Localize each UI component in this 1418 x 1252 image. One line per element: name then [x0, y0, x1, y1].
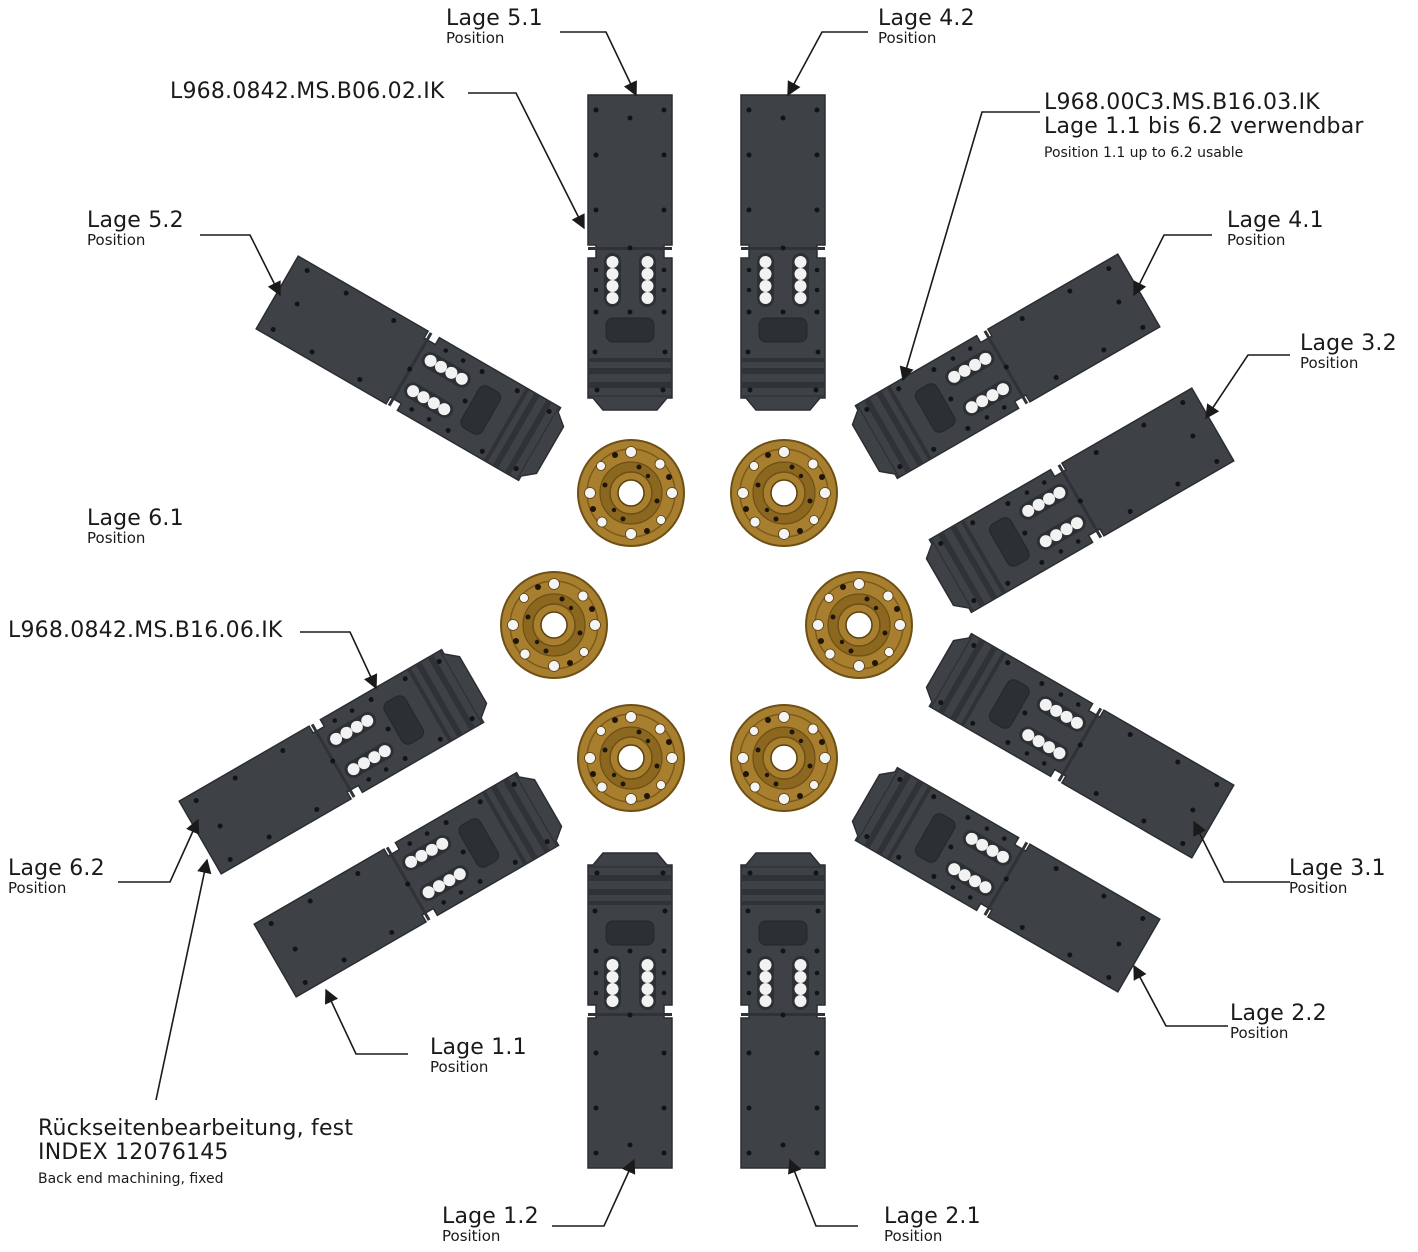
label-lage-1-1: Lage 1.1 Position [430, 1037, 527, 1075]
label-lage-4-2-main: Lage 4.2 [878, 6, 975, 31]
note-universal-code: L968.00C3.MS.B16.03.IK [1044, 90, 1320, 115]
leader-lage-5-1 [560, 31, 637, 97]
label-lage-3-2: Lage 3.2 Position [1300, 333, 1397, 371]
leader-lage-6-2 [118, 818, 200, 883]
leader-lage-2-2 [1133, 964, 1228, 1027]
label-lage-4-2: Lage 4.2 Position [878, 8, 975, 46]
label-lage-4-1-sub: Position [1227, 231, 1286, 249]
leader-lage-5-2 [200, 234, 281, 297]
label-lage-6-2-sub: Position [8, 879, 67, 897]
label-lage-3-1: Lage 3.1 Position [1289, 858, 1386, 896]
label-lage-2-2: Lage 2.2 Position [1230, 1003, 1327, 1041]
leader-b16-06 [300, 631, 378, 690]
label-lage-2-1-sub: Position [884, 1227, 943, 1245]
label-lage-3-2-sub: Position [1300, 354, 1359, 372]
note-universal-line: Lage 1.1 bis 6.2 verwendbar [1044, 114, 1364, 139]
label-lage-1-1-sub: Position [430, 1058, 489, 1076]
label-lage-1-2-sub: Position [442, 1227, 501, 1245]
holder-lage-4-2 [740, 94, 826, 411]
leader-b06 [468, 92, 585, 230]
label-lage-4-2-sub: Position [878, 29, 937, 47]
label-lage-6-2-main: Lage 6.2 [8, 856, 105, 881]
leader-lage-1-2 [552, 1158, 636, 1227]
note-universal-small: Position 1.1 up to 6.2 usable [1044, 145, 1244, 161]
label-lage-2-2-main: Lage 2.2 [1230, 1001, 1327, 1026]
label-lage-3-1-sub: Position [1289, 879, 1348, 897]
note-back-machining: Rückseitenbearbeitung, fest INDEX 120761… [38, 1116, 354, 1187]
station-disc-5 [577, 704, 685, 812]
holder-lage-1-2 [587, 852, 673, 1169]
leader-lage-3-1 [1193, 820, 1290, 883]
label-lage-2-1: Lage 2.1 Position [884, 1206, 981, 1244]
holder-lage-5-1 [587, 94, 673, 411]
label-lage-6-1-sub: Position [87, 529, 146, 547]
label-lage-5-2-sub: Position [87, 231, 146, 249]
label-lage-5-1-main: Lage 5.1 [446, 6, 543, 31]
label-lage-4-1-main: Lage 4.1 [1227, 208, 1324, 233]
label-lage-4-1: Lage 4.1 Position [1227, 210, 1324, 248]
station-disc-1 [577, 439, 685, 547]
label-lage-1-2: Lage 1.2 Position [442, 1206, 539, 1244]
label-lage-3-2-main: Lage 3.2 [1300, 331, 1397, 356]
station-disc-2 [730, 439, 838, 547]
label-lage-6-2: Lage 6.2 Position [8, 858, 105, 896]
part-label-b16-06-text: L968.0842.MS.B16.06.IK [8, 618, 283, 643]
leader-lage-3-2 [1205, 354, 1290, 420]
label-lage-5-2-main: Lage 5.2 [87, 208, 184, 233]
label-lage-3-1-main: Lage 3.1 [1289, 856, 1386, 881]
leader-lage-1-1 [324, 988, 408, 1055]
leader-lage-2-1 [788, 1158, 858, 1227]
label-lage-5-1-sub: Position [446, 29, 505, 47]
note-back-line1: Rückseitenbearbeitung, fest [38, 1116, 354, 1141]
note-back-small: Back end machining, fixed [38, 1171, 224, 1187]
label-lage-5-1: Lage 5.1 Position [446, 8, 543, 46]
label-lage-2-1-main: Lage 2.1 [884, 1204, 981, 1229]
note-back-line2: INDEX 12076145 [38, 1140, 229, 1165]
leader-back [155, 858, 212, 1101]
station-disc-6 [500, 571, 608, 679]
label-lage-6-1-main: Lage 6.1 [87, 506, 184, 531]
part-label-b16-06: L968.0842.MS.B16.06.IK [8, 620, 283, 642]
note-universal: L968.00C3.MS.B16.03.IK Lage 1.1 bis 6.2 … [1044, 90, 1364, 161]
label-lage-5-2: Lage 5.2 Position [87, 210, 184, 248]
leader-universal [899, 111, 1040, 382]
label-lage-1-2-main: Lage 1.2 [442, 1204, 539, 1229]
station-disc-4 [730, 704, 838, 812]
leader-lage-4-2 [787, 31, 868, 97]
leader-lage-4-1 [1133, 234, 1212, 297]
label-lage-2-2-sub: Position [1230, 1024, 1289, 1042]
station-disc-3 [805, 571, 913, 679]
part-label-b06-text: L968.0842.MS.B06.02.IK [170, 79, 445, 104]
holder-lage-5-2 [255, 255, 572, 488]
holder-lage-2-1 [740, 852, 826, 1169]
part-label-b06: L968.0842.MS.B06.02.IK [170, 81, 445, 103]
label-lage-6-1: Lage 6.1 Position [87, 508, 184, 546]
label-lage-1-1-main: Lage 1.1 [430, 1035, 527, 1060]
